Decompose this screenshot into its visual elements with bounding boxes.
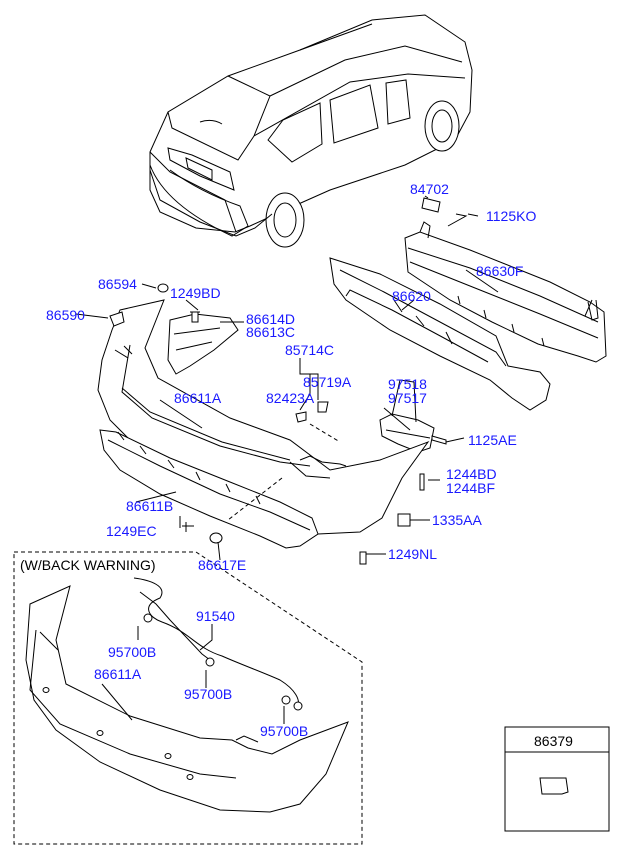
cap-86594 <box>157 283 169 293</box>
label-95700b-2: 95700B <box>184 686 233 702</box>
label-91540: 91540 <box>196 608 235 624</box>
screw-1249nl <box>359 551 367 565</box>
bolt-1125ko <box>447 213 468 227</box>
label-1125ae: 1125AE <box>468 432 517 448</box>
label-97518: 97518 <box>388 376 427 392</box>
label-86611b: 86611B <box>126 498 174 514</box>
label-86611a-top: 86611A <box>174 390 222 406</box>
label-97517: 97517 <box>388 390 427 406</box>
inset-part-number: 86379 <box>534 733 573 749</box>
cap-86617e <box>209 532 223 544</box>
label-1244bf: 1244BF <box>446 480 496 496</box>
label-1244bd: 1244BD <box>446 466 497 482</box>
clip-86590 <box>109 311 125 327</box>
label-84702: 84702 <box>410 181 449 197</box>
rear-bumper-with-sensors <box>25 585 349 813</box>
label-86617e: 86617E <box>198 557 247 573</box>
label-1249ec: 1249EC <box>106 523 157 539</box>
label-86614d: 86614D <box>246 311 296 327</box>
label-1249nl: 1249NL <box>388 546 438 562</box>
vehicle-illustration <box>149 14 473 248</box>
label-85719a: 85719A <box>303 374 352 390</box>
label-86630f: 86630F <box>476 263 524 279</box>
clip-1335aa <box>397 513 411 527</box>
label-86594: 86594 <box>98 276 137 292</box>
label-95700b-3: 95700B <box>260 723 309 739</box>
energy-absorber-86620 <box>329 257 551 411</box>
bolt-1125ae <box>431 435 447 445</box>
sensor-wiring-harness-91540 <box>133 577 303 711</box>
screw-1249ec <box>182 522 194 532</box>
screw-1244bd <box>419 473 425 491</box>
label-86620: 86620 <box>392 288 431 304</box>
label-95700b-1: 95700B <box>108 644 157 660</box>
bumper-beam-86630f <box>404 221 607 363</box>
back-warning-frame <box>13 551 363 845</box>
label-85714c: 85714C <box>285 342 335 358</box>
label-1335aa: 1335AA <box>432 512 482 528</box>
rear-bumper-cover <box>97 299 430 535</box>
label-1249bd: 1249BD <box>170 285 221 301</box>
clip-85719a <box>317 401 329 413</box>
side-bracket-97518 <box>379 379 435 453</box>
nut-82423a <box>295 411 307 423</box>
pad-84702 <box>421 197 441 213</box>
label-86613c: 86613C <box>246 324 296 340</box>
label-82423a: 82423A <box>266 390 315 406</box>
inset-86379-box <box>504 726 610 832</box>
label-86590: 86590 <box>46 307 85 323</box>
label-1125ko: 1125KO <box>486 208 537 224</box>
screw-1249bd <box>190 311 200 323</box>
back-warning-title: (W/BACK WARNING) <box>20 557 156 573</box>
label-86611a-bottom: 86611A <box>94 666 142 682</box>
